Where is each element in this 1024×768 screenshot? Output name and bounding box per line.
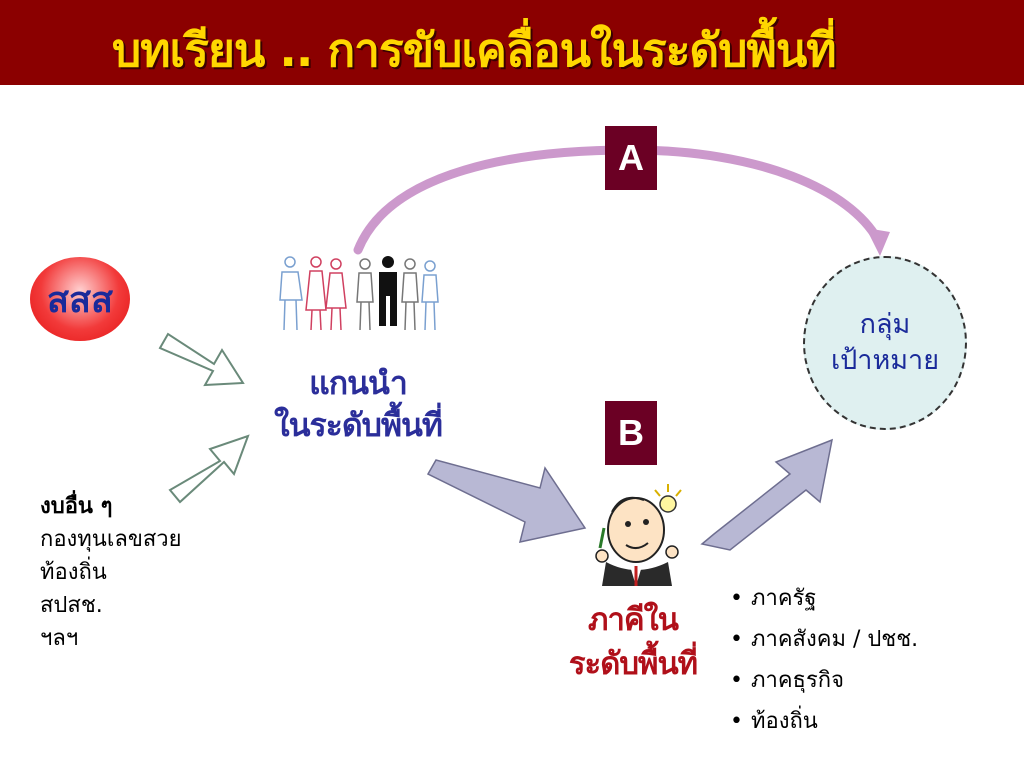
funds-item: สปสช. [40, 593, 103, 618]
local-label-line1: ภาคีใน [588, 602, 679, 638]
badge-a: A [605, 126, 657, 190]
sector-item: ภาคสังคม / ปชช. [730, 619, 918, 660]
header-bar: บทเรียน .. การขับเคลื่อนในระดับพื้นที่ [0, 0, 1024, 85]
arrow-local-to-target [700, 438, 833, 551]
local-label-line2: ระดับพื้นที่ [568, 646, 698, 682]
funds-item: กองทุนเลขสวย [40, 527, 182, 552]
leader-label-line2: ในระดับพื้นที่ [273, 406, 443, 444]
arrow-leader-to-local [426, 459, 587, 543]
local-partner-label: ภาคีใน ระดับพื้นที่ [553, 598, 713, 686]
sector-item: ภาคธุรกิจ [730, 660, 918, 701]
funds-item: ท้องถิ่น [40, 560, 107, 585]
sector-list: ภาครัฐ ภาคสังคม / ปชช. ภาคธุรกิจ ท้องถิ่… [730, 578, 918, 742]
funds-item: ฯลฯ [40, 626, 79, 651]
people-group-icon [279, 256, 439, 331]
target-label-line1: กลุ่ม [859, 309, 911, 340]
sss-node: สสส [30, 257, 130, 341]
leader-label: แกนนำ ในระดับพื้นที่ [258, 362, 458, 446]
target-label-line2: เป้าหมาย [830, 345, 940, 376]
funds-heading: งบอื่น ๆ [40, 494, 113, 519]
badge-b: B [605, 401, 657, 465]
arrow-funds-to-leader [168, 434, 250, 504]
target-group-node: กลุ่ม เป้าหมาย [803, 256, 967, 430]
leader-label-line1: แกนนำ [309, 364, 408, 402]
sector-item: ท้องถิ่น [730, 701, 918, 742]
arrow-sss-to-leader [158, 332, 245, 387]
curved-arrow-a-head [866, 228, 890, 256]
page-title: บทเรียน .. การขับเคลื่อนในระดับพื้นที่ [112, 23, 837, 77]
thinking-person-icon [595, 484, 682, 586]
sector-item: ภาครัฐ [730, 578, 918, 619]
other-funds-list: งบอื่น ๆ กองทุนเลขสวย ท้องถิ่น สปสช. ฯลฯ [40, 490, 182, 655]
